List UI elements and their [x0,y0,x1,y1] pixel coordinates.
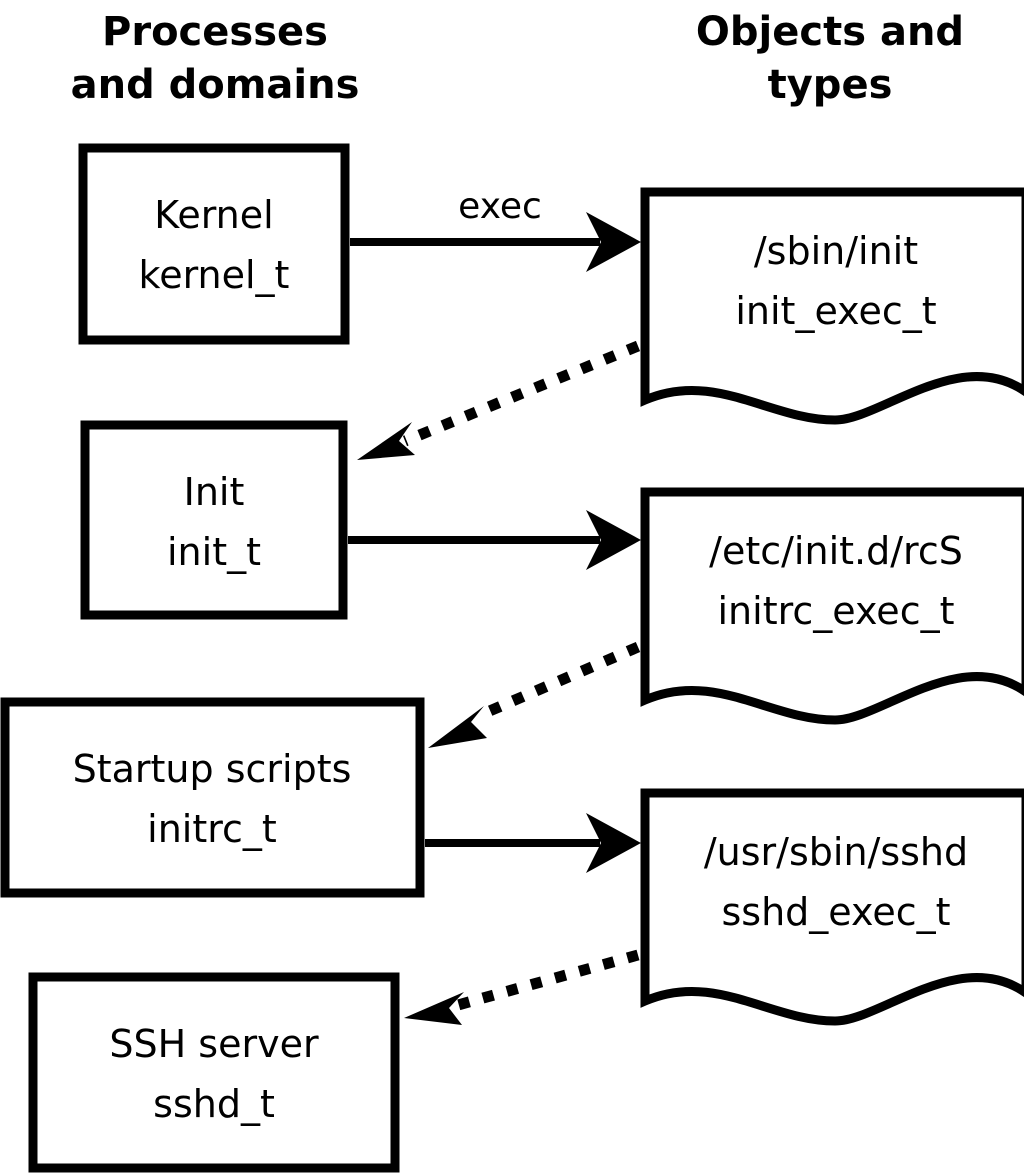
edge-init-to-initrc-exec [348,510,641,570]
column-header-objects-line2: types [768,62,893,108]
edge-init-exec-to-init-arrowhead [357,422,415,460]
edge-sshd-exec-to-sshd-line [456,949,640,1011]
object-node-initrc-exec[interactable]: /etc/init.d/rcS initrc_exec_t [640,487,1024,725]
process-node-sshd-line2: sshd_t [153,1082,275,1126]
edge-sshd-exec-to-sshd [404,949,640,1025]
column-header-objects-line1: Objects and [696,9,964,55]
edge-initrc-to-sshd-exec [425,813,641,873]
column-header-processes: Processes and domains [71,9,360,108]
edge-initrc-exec-to-initrc-arrowhead [428,706,487,748]
process-node-kernel-line2: kernel_t [139,253,290,297]
process-node-kernel[interactable]: Kernel kernel_t [78,143,350,345]
object-node-init-exec-document-shape[interactable] [640,187,1024,425]
process-node-initrc-line2: initrc_t [147,807,277,851]
column-header-objects: Objects and types [696,9,964,108]
object-node-initrc-exec-line1: /etc/init.d/rcS [709,529,963,573]
edge-label-exec: exec [458,186,542,227]
edge-kernel-to-init-exec-arrowhead [586,212,641,272]
process-node-sshd[interactable]: SSH server sshd_t [28,972,400,1173]
process-node-initrc-box[interactable] [0,697,425,898]
edge-init-exec-to-init-line [402,340,641,447]
process-node-initrc-line1: Startup scripts [73,747,352,791]
process-node-init[interactable]: Init init_t [80,420,348,620]
object-node-sshd-exec-document-shape[interactable] [640,788,1024,1026]
edge-initrc-to-sshd-exec-arrowhead [586,813,641,873]
object-node-initrc-exec-line2: initrc_exec_t [718,589,955,633]
process-node-kernel-line1: Kernel [154,193,273,237]
process-node-init-box[interactable] [80,420,348,620]
edge-sshd-exec-to-sshd-arrowhead [404,992,464,1025]
object-node-init-exec[interactable]: /sbin/init init_exec_t [640,187,1024,425]
edge-init-to-initrc-exec-arrowhead [586,510,641,570]
process-node-initrc[interactable]: Startup scripts initrc_t [0,697,425,898]
object-node-initrc-exec-document-shape[interactable] [640,487,1024,725]
edge-kernel-to-init-exec: exec [350,186,641,272]
process-node-init-line2: init_t [167,530,261,574]
object-node-sshd-exec-line2: sshd_exec_t [721,890,950,934]
object-node-sshd-exec[interactable]: /usr/sbin/sshd sshd_exec_t [640,788,1024,1026]
object-node-init-exec-line1: /sbin/init [754,229,918,273]
column-header-processes-line2: and domains [71,62,360,108]
edge-init-exec-to-init [357,340,641,460]
edge-initrc-exec-to-initrc-line [475,641,641,722]
process-node-sshd-box[interactable] [28,972,400,1173]
edge-initrc-exec-to-initrc [428,641,641,748]
process-node-init-line1: Init [184,470,245,514]
process-node-kernel-box[interactable] [78,143,350,345]
object-node-sshd-exec-line1: /usr/sbin/sshd [704,830,968,874]
process-node-sshd-line1: SSH server [109,1022,319,1066]
column-header-processes-line1: Processes [102,9,328,55]
object-node-init-exec-line2: init_exec_t [735,289,936,333]
